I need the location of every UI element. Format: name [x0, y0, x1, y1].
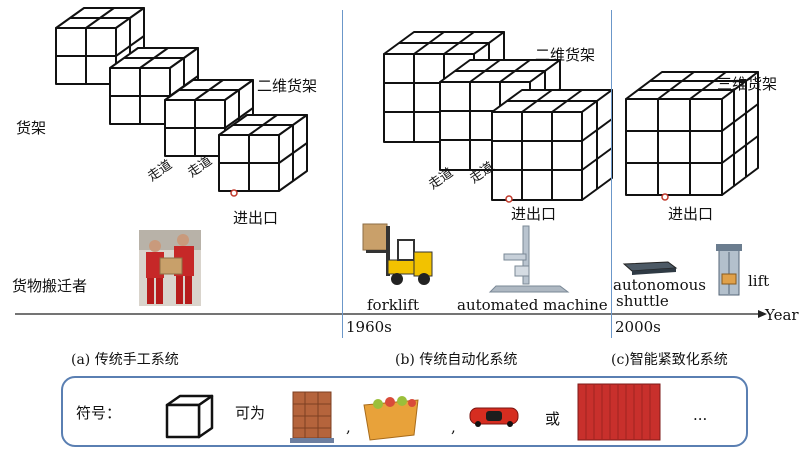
workers-photo [139, 230, 201, 306]
red-car-icon [469, 407, 519, 427]
automated-machine-icon [488, 225, 570, 293]
shipping-container-icon [577, 383, 661, 441]
caption-a: (a) 传统手工系统 [71, 352, 179, 368]
rack-type-a: 二维货架 [257, 77, 318, 95]
rack-a-4 [218, 114, 308, 192]
pallet-boxes-icon [290, 391, 334, 443]
legend-symbol-label: 符号： [76, 404, 122, 422]
port-label-a: 进出口 [233, 209, 279, 227]
legend-comma-1: , [346, 418, 351, 436]
legend-or: 或 [545, 410, 561, 428]
year-label-2000s: 2000s [615, 318, 661, 336]
shuttle-label-1: autonomous [613, 276, 706, 294]
legend-box [61, 376, 748, 447]
legend-can-be: 可为 [235, 404, 266, 422]
year-label-1960s: 1960s [346, 318, 392, 336]
port-label-c: 进出口 [668, 205, 714, 223]
rack-type-c: 三维货架 [717, 75, 778, 93]
autonomous-shuttle-icon [622, 261, 678, 275]
port-label-b: 进出口 [511, 205, 557, 223]
port-dot-a [230, 189, 238, 197]
port-dot-b [505, 195, 513, 203]
lift-icon [716, 244, 742, 296]
fruit-crate-icon [363, 396, 419, 441]
forklift-icon [362, 223, 433, 285]
rack-type-b: 二维货架 [535, 46, 596, 64]
row-label-rack: 货架 [16, 119, 47, 137]
caption-b: (b) 传统自动化系统 [395, 352, 518, 368]
cube-symbol-icon [165, 394, 214, 439]
axis-label-year: Year [765, 306, 799, 324]
caption-c: (c)智能紧致化系统 [611, 352, 728, 368]
lift-label: lift [748, 272, 770, 290]
separator-2000s [611, 10, 612, 338]
row-label-handler: 货物搬迁者 [12, 277, 88, 295]
shuttle-label-2: shuttle [616, 292, 669, 310]
legend-comma-2: , [451, 418, 456, 436]
legend-ellipsis: ··· [693, 410, 708, 428]
separator-1960s [342, 10, 343, 338]
port-dot-c [661, 193, 669, 201]
rack-b-3 [491, 89, 613, 201]
forklift-label: forklift [367, 296, 420, 314]
timeline-axis [15, 310, 767, 318]
machine-label: automated machine [457, 296, 608, 314]
